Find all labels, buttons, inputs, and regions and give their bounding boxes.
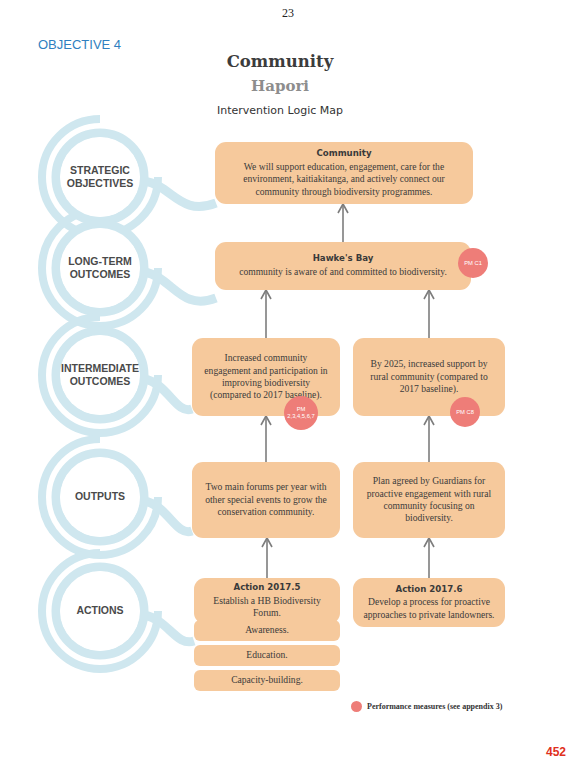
sheet-number: 452 [500, 745, 566, 759]
box-text: By 2025, increased support by rural comm… [363, 358, 495, 395]
circle-text-wrap: OUTPUTS [75, 490, 125, 503]
logic-box: Increased community engagement and parti… [192, 338, 340, 416]
logic-box: Plan agreed by Guardians for proactive e… [353, 462, 505, 538]
spiral-ring [56, 567, 144, 655]
flow-arrow [342, 204, 344, 242]
sub-box: Capacity-building. [194, 670, 340, 691]
logic-box: Action 2017.5Establish a HB Biodiversity… [194, 578, 340, 624]
legend-text: Performance measures (see appendix 3) [367, 702, 557, 711]
box-text: Education. [246, 649, 287, 661]
section-label: OBJECTIVE 4 [38, 37, 178, 52]
box-text: We will support education, engagement, c… [225, 161, 463, 198]
spiral-ring [56, 453, 144, 541]
flow-arrow [428, 538, 430, 578]
box-heading: Action 2017.6 [396, 584, 463, 595]
spiral [42, 210, 216, 326]
box-text: community is aware of and committed to b… [239, 266, 447, 278]
logic-box: Hawke's Bay community is aware of and com… [215, 242, 471, 290]
spiral-arc [42, 439, 158, 555]
spiral [42, 317, 192, 433]
box-heading: Hawke's Bay [313, 253, 374, 264]
flow-arrow [265, 416, 267, 462]
spiral-tail [144, 501, 192, 532]
logic-box: Two main forums per year with other spec… [192, 462, 340, 538]
box-heading: Community [316, 148, 371, 159]
spiral-tail [144, 181, 216, 207]
spiral-ring [56, 133, 144, 221]
level-circle: ACTIONS [60, 571, 140, 651]
spiral-tail [144, 379, 192, 410]
flow-arrow [265, 290, 267, 338]
level-circle: STRATEGIC OBJECTIVES [60, 137, 140, 217]
flow-arrow [428, 290, 430, 338]
spiral-arc [42, 210, 158, 326]
flow-arrow [428, 416, 430, 462]
circle-text-wrap: PM 2,3,4,5,6,7 [284, 406, 318, 419]
spiral-arc [42, 119, 158, 235]
measure-badge: PM 2,3,4,5,6,7 [284, 396, 318, 430]
box-text: INTERMEDIATE OUTCOMES [60, 362, 140, 388]
logic-box: Community We will support education, enga… [215, 142, 473, 204]
circle-text-wrap: ACTIONS [76, 604, 123, 617]
spiral-tail [144, 272, 216, 301]
measure-badge: PM C1 [458, 248, 488, 278]
measure-badge: PM C8 [450, 397, 480, 427]
box-text: OUTPUTS [75, 490, 125, 503]
box-text: Plan agreed by Guardians for proactive e… [363, 475, 495, 525]
logic-box: By 2025, increased support by rural comm… [353, 338, 505, 416]
box-text: Two main forums per year with other spec… [202, 481, 330, 518]
box-text: Increased community engagement and parti… [202, 352, 330, 402]
box-text: Develop a process for proactive approach… [363, 596, 495, 621]
box-text: LONG-TERM OUTCOMES [60, 255, 140, 281]
box-text: STRATEGIC OBJECTIVES [60, 164, 140, 190]
spiral-arc [42, 553, 158, 669]
circle-text-wrap: STRATEGIC OBJECTIVES [60, 164, 140, 190]
logic-box: Action 2017.6Develop a process for proac… [353, 578, 505, 627]
diagram-title: Community [180, 52, 380, 71]
level-circle: INTERMEDIATE OUTCOMES [60, 335, 140, 415]
circle-text-wrap: LONG-TERM OUTCOMES [60, 255, 140, 281]
subtitle: Hapori [180, 77, 380, 95]
box-text: Awareness. [245, 624, 289, 636]
sub-box: Education. [194, 645, 340, 666]
page-number: 23 [238, 6, 338, 21]
box-text: Capacity-building. [231, 674, 303, 686]
spiral-tail [144, 615, 194, 642]
spiral [42, 439, 192, 555]
box-text: PM C8 [454, 409, 476, 416]
box-text: PM 2,3,4,5,6,7 [284, 406, 318, 419]
box-heading: Action 2017.5 [234, 582, 301, 593]
sub-box: Awareness. [194, 620, 340, 641]
box-text: PM C1 [462, 260, 484, 267]
circle-text-wrap: INTERMEDIATE OUTCOMES [60, 362, 140, 388]
spiral [42, 553, 194, 669]
spiral-arc [42, 317, 158, 433]
flow-arrow [266, 538, 268, 578]
box-text: ACTIONS [76, 604, 123, 617]
circle-text-wrap: PM C8 [454, 409, 476, 416]
circle-text-wrap: PM C1 [462, 260, 484, 267]
level-circle: LONG-TERM OUTCOMES [60, 228, 140, 308]
legend-swatch [351, 701, 362, 712]
box-text: Establish a HB Biodiversity Forum. [204, 595, 330, 620]
level-circle: OUTPUTS [60, 457, 140, 537]
spiral-ring [56, 224, 144, 312]
spiral-ring [56, 331, 144, 419]
diagram-subtitle: Intervention Logic Map [180, 104, 380, 117]
